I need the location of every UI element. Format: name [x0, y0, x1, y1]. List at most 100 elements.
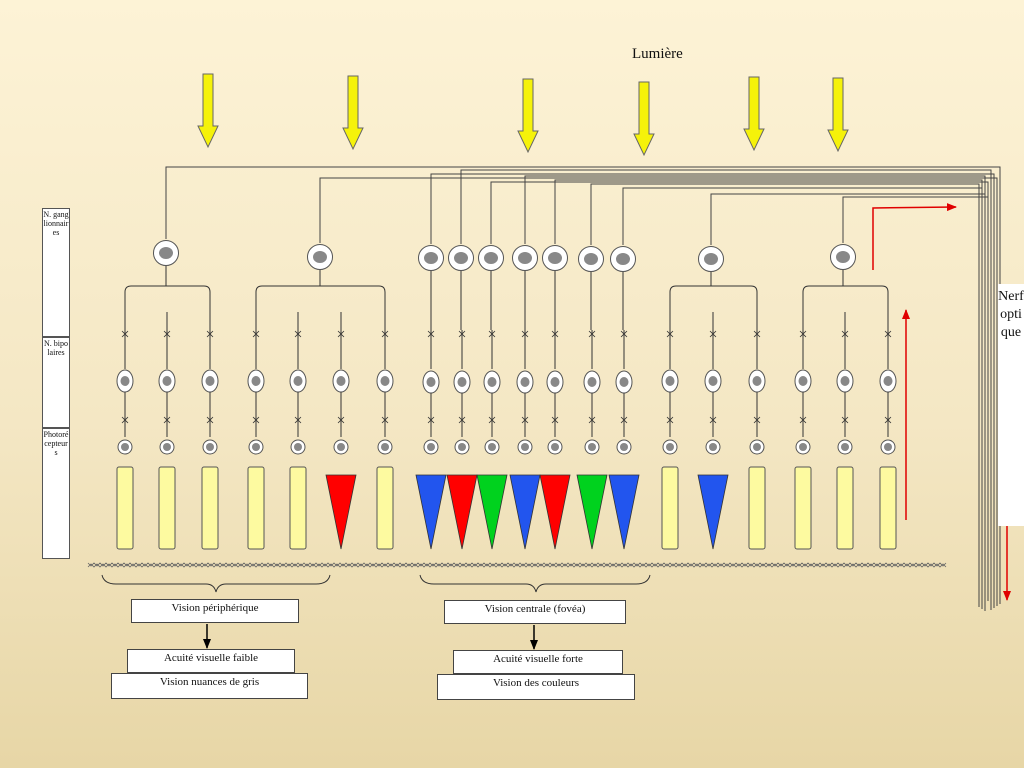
ganglion-nucleus: [454, 252, 468, 264]
synapse: [206, 416, 214, 424]
rod-cell: [879, 466, 897, 550]
central-acuity-box: Acuité visuelle forte: [453, 650, 623, 674]
bipolar-nucleus: [883, 376, 893, 386]
nerve-fiber: [430, 173, 995, 608]
blue-cone: [415, 474, 447, 550]
receptor-nucleus: [458, 443, 466, 451]
synapse: [488, 416, 496, 424]
signal-arrows: [872, 203, 1011, 601]
dendrite-tree: [255, 285, 386, 312]
blue-cone: [697, 474, 729, 550]
peripheral-gray-vision-box: Vision nuances de gris: [111, 673, 308, 699]
light-arrow: [743, 76, 765, 152]
optic-nerve-label: Nerf optique: [998, 284, 1024, 526]
bipolar-nucleus: [336, 376, 346, 386]
bipolar-nucleus: [487, 377, 497, 387]
ganglion-nucleus: [313, 251, 327, 263]
red-cone: [446, 474, 478, 550]
receptor-nucleus: [206, 443, 214, 451]
photoreceptor-layer-label: Photorécepteurs: [42, 428, 70, 559]
light-arrow: [517, 78, 539, 154]
bipolar-nucleus: [665, 376, 675, 386]
bipolar-nucleus: [520, 377, 530, 387]
bipolar-nucleus: [708, 376, 718, 386]
synapse: [458, 416, 466, 424]
light-arrow: [342, 75, 364, 151]
peripheral-vision-box: Vision périphérique: [131, 599, 299, 623]
rod-cell: [158, 466, 176, 550]
pigment-line: [87, 563, 947, 568]
receptor-nucleus: [521, 443, 529, 451]
receptor-nucleus: [884, 443, 892, 451]
ganglion-nucleus: [548, 252, 562, 264]
ganglion-nucleus: [518, 252, 532, 264]
rod-cell: [247, 466, 265, 550]
rod-cell: [794, 466, 812, 550]
peripheral-brace: [101, 574, 331, 593]
nerve-fiber: [710, 193, 986, 611]
dendrite-tree: [802, 285, 889, 312]
synapse: [381, 416, 389, 424]
bipolar-nucleus: [380, 376, 390, 386]
central-color-vision-box: Vision des couleurs: [437, 674, 635, 700]
ganglion-nucleus: [424, 252, 438, 264]
pigment-layer: [87, 562, 947, 650]
synapse: [252, 416, 260, 424]
rod-cell: [836, 466, 854, 550]
red-cone: [539, 474, 571, 550]
ganglion-nucleus: [616, 253, 630, 265]
central-vision-box: Vision centrale (fovéa): [444, 600, 626, 624]
bipolar-nucleus: [752, 376, 762, 386]
green-cone: [476, 474, 508, 550]
bipolar-nucleus: [120, 376, 130, 386]
nerve-fiber: [490, 181, 989, 601]
bipolar-nucleus: [550, 377, 560, 387]
bipolar-nucleus: [293, 376, 303, 386]
bipolar-nucleus: [619, 377, 629, 387]
blue-cone: [608, 474, 640, 550]
rod-cell: [376, 466, 394, 550]
receptor-nucleus: [488, 443, 496, 451]
light-arrows: [197, 73, 849, 157]
light-arrow: [827, 77, 849, 153]
receptor-nucleus: [163, 443, 171, 451]
rod-cell: [661, 466, 679, 550]
ganglion-nucleus: [584, 253, 598, 265]
receptor-nucleus: [381, 443, 389, 451]
synapse: [294, 416, 302, 424]
ganglion-layer-label: N. ganglionnaires: [42, 208, 70, 337]
bipolar-layer-label: N. bipolaires: [42, 337, 70, 428]
bipolar-nucleus: [162, 376, 172, 386]
synapse: [841, 416, 849, 424]
ganglion-nucleus: [159, 247, 173, 259]
receptor-nucleus: [121, 443, 129, 451]
receptor-nucleus: [551, 443, 559, 451]
nerve-fiber: [590, 183, 980, 607]
bipolar-nucleus: [840, 376, 850, 386]
central-brace: [419, 574, 651, 593]
rod-cell: [289, 466, 307, 550]
pigment-line: [87, 562, 947, 567]
bipolar-nucleus: [426, 377, 436, 387]
synapse: [551, 416, 559, 424]
dendrite-tree: [124, 285, 211, 312]
nerve-fiber: [319, 177, 998, 606]
receptor-nucleus: [427, 443, 435, 451]
synapse: [799, 416, 807, 424]
red-cone: [325, 474, 357, 550]
green-cone: [576, 474, 608, 550]
rod-cell: [116, 466, 134, 550]
rod-cell: [748, 466, 766, 550]
bipolar-nucleus: [457, 377, 467, 387]
light-arrow: [197, 73, 219, 149]
synapse: [521, 416, 529, 424]
blue-cone: [509, 474, 541, 550]
dendrite-tree: [669, 285, 758, 312]
ganglion-nucleus: [484, 252, 498, 264]
rod-cell: [201, 466, 219, 550]
receptor-nucleus: [294, 443, 302, 451]
synapse: [620, 416, 628, 424]
synapse: [709, 416, 717, 424]
synapse: [427, 416, 435, 424]
